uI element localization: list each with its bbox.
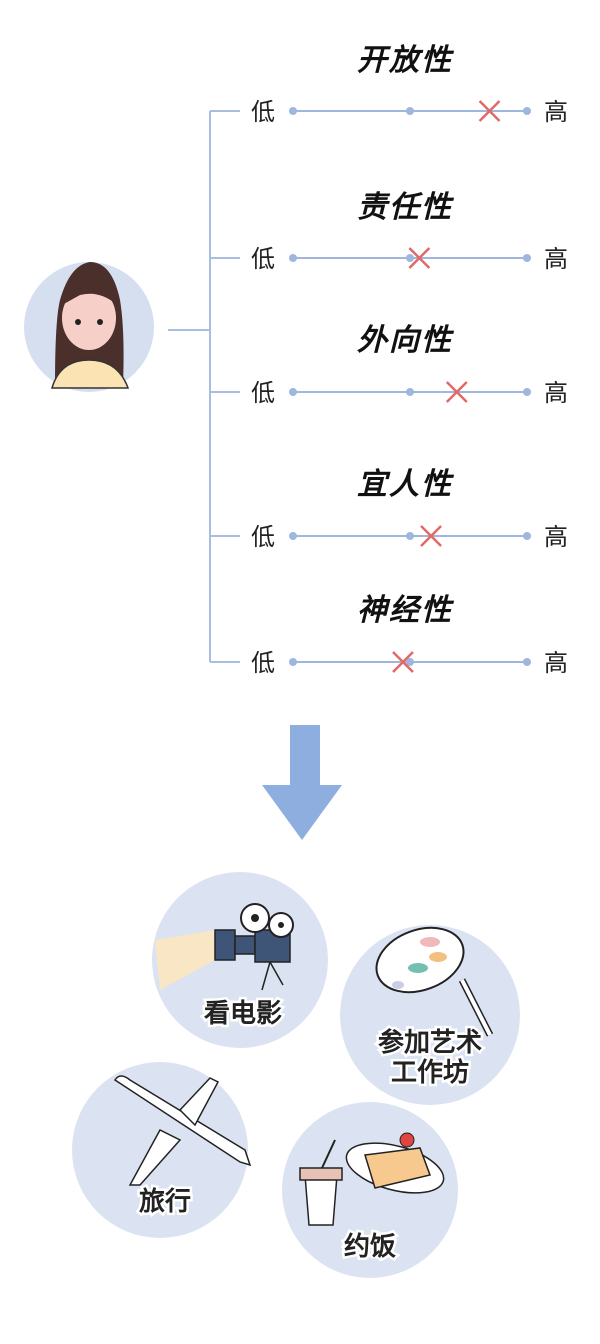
activity-dining: 约饭 <box>282 1102 458 1278</box>
scale-dot <box>289 254 297 262</box>
scale-dot <box>406 254 414 262</box>
scale-dot <box>406 107 414 115</box>
high-label: 高 <box>544 379 568 407</box>
low-label: 低 <box>251 523 275 551</box>
activity-travel: 旅行 <box>72 1062 252 1238</box>
scale-dot <box>523 532 531 540</box>
scale-dot <box>523 658 531 666</box>
scale-dot <box>406 388 414 396</box>
activity-label: 参加艺术 <box>378 1027 482 1058</box>
trait-title: 开放性 <box>357 43 455 78</box>
scale-dot <box>523 388 531 396</box>
trait-title: 外向性 <box>357 323 455 358</box>
high-label: 高 <box>544 98 568 126</box>
activity-label: 约饭 <box>344 1231 396 1262</box>
trait-marker-x-icon <box>420 525 442 547</box>
trait-marker-x-icon <box>478 100 501 122</box>
paint-palette-icon <box>375 926 494 1037</box>
activity-label: 看电影 <box>204 999 282 1029</box>
scale-dot <box>523 254 531 262</box>
movie-camera-icon <box>214 903 294 991</box>
low-label: 低 <box>251 98 275 126</box>
airplane-icon <box>113 1075 252 1186</box>
trait-marker-x-icon <box>408 247 431 269</box>
drink-cake-icon <box>299 1132 445 1226</box>
low-label: 低 <box>251 649 275 677</box>
down-arrow <box>262 725 342 840</box>
scale-dot <box>289 532 297 540</box>
trait-marker-x-icon <box>392 651 414 673</box>
activity-art-workshop: 参加艺术 工作坊 <box>340 925 520 1105</box>
activity-circle <box>282 1102 458 1278</box>
trait-title: 责任性 <box>357 190 455 225</box>
tree-connector <box>168 111 211 662</box>
high-label: 高 <box>544 523 568 551</box>
trait-title: 神经性 <box>357 593 455 628</box>
activity-movie: 看电影 <box>152 872 328 1048</box>
scale-dot <box>289 658 297 666</box>
scale-dot <box>523 107 531 115</box>
light-beam-icon <box>155 930 215 990</box>
avatar <box>24 262 154 392</box>
low-label: 低 <box>251 379 275 407</box>
scale-dot <box>289 107 297 115</box>
scale-dot <box>406 658 414 666</box>
scale-dot <box>406 532 414 540</box>
high-label: 高 <box>544 649 568 677</box>
low-label: 低 <box>251 245 275 273</box>
trait-title: 宜人性 <box>357 467 455 502</box>
trait-marker-x-icon <box>445 381 468 403</box>
activity-label: 旅行 <box>139 1186 191 1217</box>
scale-dot <box>289 388 297 396</box>
high-label: 高 <box>544 245 568 273</box>
activity-label: 工作坊 <box>391 1057 469 1088</box>
